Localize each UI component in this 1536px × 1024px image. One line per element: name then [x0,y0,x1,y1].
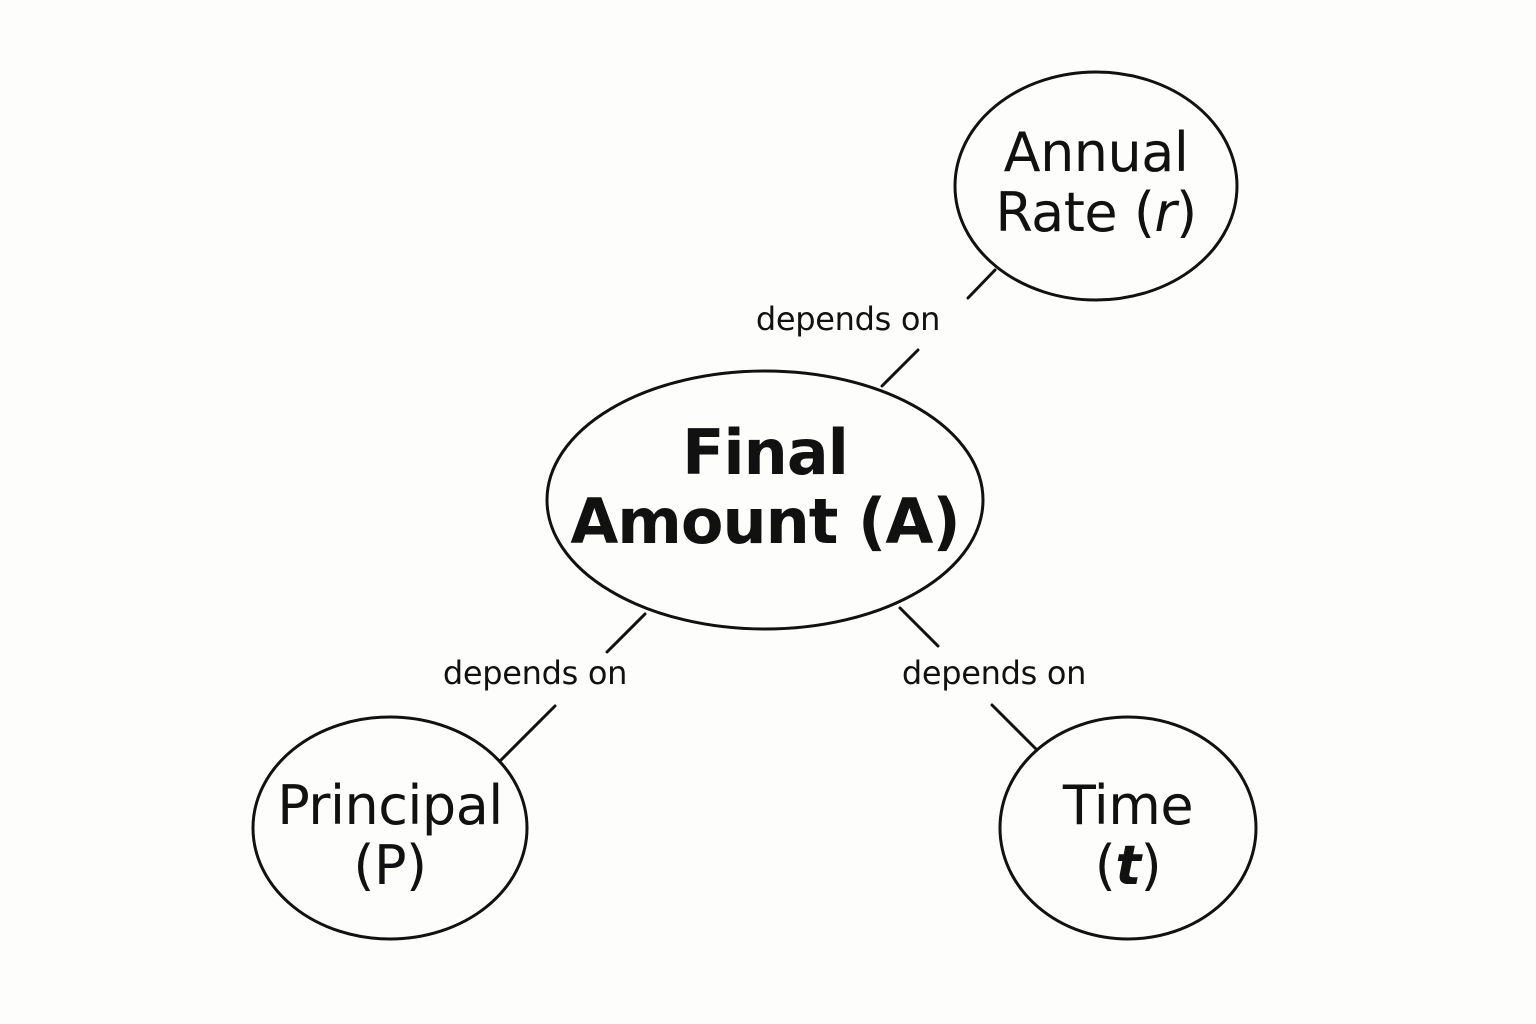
node-time-variable: t [1115,834,1141,898]
node-annual-rate-line2: Rate (r) [976,183,1216,243]
node-time-line2-suffix: ) [1140,834,1162,898]
node-final-amount-line2-suffix: ) [932,485,960,559]
node-annual-rate-variable: r [1154,181,1177,245]
node-final-amount-line2-prefix: Amount ( [570,485,886,559]
node-time-ellipse [998,715,1258,941]
node-final-amount-line1: Final [682,416,849,489]
node-final-amount-line2: Amount (A) [565,487,965,556]
node-annual-rate-line2-suffix: ) [1176,181,1197,245]
edge-time-label: depends on [901,654,1087,692]
node-annual-rate-ellipse [953,70,1239,302]
edge-principal-label: depends on [442,654,628,692]
edge-time-segment-upper [898,606,940,648]
edge-rate-label: depends on [755,300,941,338]
node-annual-rate-line2-prefix: Rate ( [995,181,1155,245]
edge-time-segment-lower [990,703,1039,752]
edge-rate-segment-lower [880,348,920,388]
node-principal-label: Principal (P) [270,774,510,897]
node-final-amount-label: Final Amount (A) [565,418,965,557]
node-final-amount-variable: A [885,485,933,559]
edge-principal-segment-upper [605,612,647,654]
node-principal-ellipse [251,715,529,941]
node-time-line2-prefix: ( [1094,834,1116,898]
node-principal-variable: P [373,834,407,898]
node-time-line2: (t) [1018,836,1238,896]
node-annual-rate-label: Annual Rate (r) [976,121,1216,244]
edge-rate-segment-upper [966,268,997,300]
node-principal-line2-suffix: ) [406,834,427,898]
node-time-label: Time (t) [1018,774,1238,897]
edge-principal-segment-lower [498,704,557,763]
node-annual-rate-line1: Annual [1003,121,1189,184]
node-principal-line1: Principal [277,774,503,837]
node-principal-line2: (P) [270,836,510,896]
node-time-line1: Time [1062,774,1194,837]
node-final-amount-ellipse [545,369,985,631]
node-principal-line2-prefix: ( [353,834,374,898]
